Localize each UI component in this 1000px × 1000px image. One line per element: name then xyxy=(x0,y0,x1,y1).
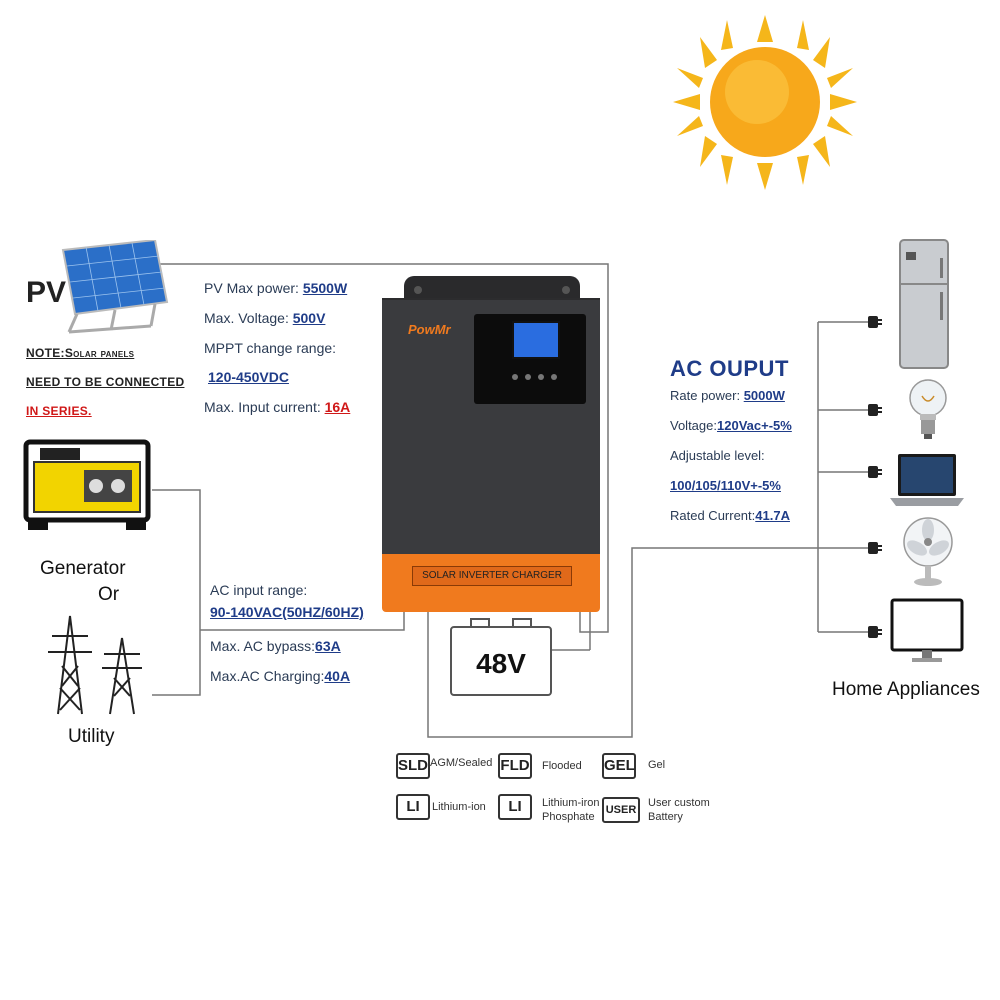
battery-type-sld-badge: SLD xyxy=(396,753,430,779)
battery-icon: 48V xyxy=(450,626,552,696)
utility-caption: Utility xyxy=(68,726,115,747)
ac-input-wire xyxy=(200,612,405,631)
battery-terminal-right xyxy=(512,618,532,628)
solar-panel-icon xyxy=(61,240,169,334)
battery-type-lifepo-label: Lithium-iron Phosphate xyxy=(542,797,600,823)
or-caption: Or xyxy=(98,584,120,605)
inverter-lcd-screen xyxy=(512,321,560,359)
battery-type-fld-badge: FLD xyxy=(498,753,532,779)
battery-type-fld-label: Flooded xyxy=(542,760,582,772)
battery-type-lifepo-badge: LI xyxy=(498,794,532,820)
inverter-band-label: SOLAR INVERTER CHARGER xyxy=(412,566,572,586)
note-line-2: NEED TO BE CONNECTED xyxy=(26,375,185,389)
inverter-body: PowMr xyxy=(382,298,600,556)
battery-type-sld-label: AGM/Sealed xyxy=(430,757,493,769)
generator-icon xyxy=(23,439,151,530)
pv-max-voltage: Max. Voltage: 500V xyxy=(204,310,326,326)
generator-utility-wire xyxy=(152,489,201,696)
inverter-orange-band: SOLAR INVERTER CHARGER xyxy=(382,554,600,612)
battery-type-gel-badge: GEL xyxy=(602,753,636,779)
battery-type-li-badge: LI xyxy=(396,794,430,820)
ac-output-adjustable-value: 100/105/110V+-5% xyxy=(670,478,781,493)
utility-tower-icon xyxy=(48,615,142,715)
ac-input-range-label: AC input range: xyxy=(210,582,308,598)
ac-output-adjustable-label: Adjustable level: xyxy=(670,448,765,463)
laptop-icon xyxy=(890,454,964,506)
generator-caption: Generator xyxy=(40,558,126,579)
refrigerator-icon xyxy=(899,239,949,369)
pv-wire xyxy=(160,263,609,633)
monitor-icon xyxy=(890,598,964,662)
ac-input-range-value: 90-140VAC(50HZ/60HZ) xyxy=(210,604,364,620)
battery-type-gel-label: Gel xyxy=(648,759,666,771)
mppt-range-label: MPPT change range: xyxy=(204,340,337,356)
pv-max-power: PV Max power: 5500W xyxy=(204,280,348,296)
battery-type-user-badge: USER xyxy=(602,797,640,823)
inverter-brand: PowMr xyxy=(408,322,451,337)
inverter-button-1[interactable] xyxy=(512,374,518,380)
pv-max-current: Max. Input current: 16A xyxy=(204,399,351,415)
inverter-button-3[interactable] xyxy=(538,374,544,380)
note-line-3: IN SERIES. xyxy=(26,404,92,418)
battery-output-wire xyxy=(427,547,818,738)
battery-type-li-label: Lithium-ion xyxy=(432,801,486,813)
inverter-mount-bracket xyxy=(404,276,580,302)
ac-bypass: Max. AC bypass:63A xyxy=(210,638,341,654)
inverter-button-4[interactable] xyxy=(551,374,557,380)
ac-output-title: AC OUPUT xyxy=(670,356,789,381)
ac-charging: Max.AC Charging:40A xyxy=(210,668,351,684)
home-appliances-caption: Home Appliances xyxy=(832,679,980,700)
inverter-button-2[interactable] xyxy=(525,374,531,380)
battery-terminal-left xyxy=(470,618,490,628)
pv-label: PV xyxy=(26,276,67,309)
ac-output-rate-power: Rate power: 5000W xyxy=(670,388,785,403)
sun-icon xyxy=(673,15,857,190)
light-bulb-icon xyxy=(909,379,947,439)
mppt-range-value: 120-450VDC xyxy=(208,369,289,385)
ac-output-voltage: Voltage:120Vac+-5% xyxy=(670,418,792,433)
note-line-1: NOTE:Solar panels xyxy=(26,346,135,360)
battery-voltage: 48V xyxy=(476,648,526,679)
fan-icon xyxy=(903,517,953,586)
battery-type-user-label: User custom Battery xyxy=(648,797,710,823)
ac-output-rated-current: Rated Current:41.7A xyxy=(670,508,790,523)
